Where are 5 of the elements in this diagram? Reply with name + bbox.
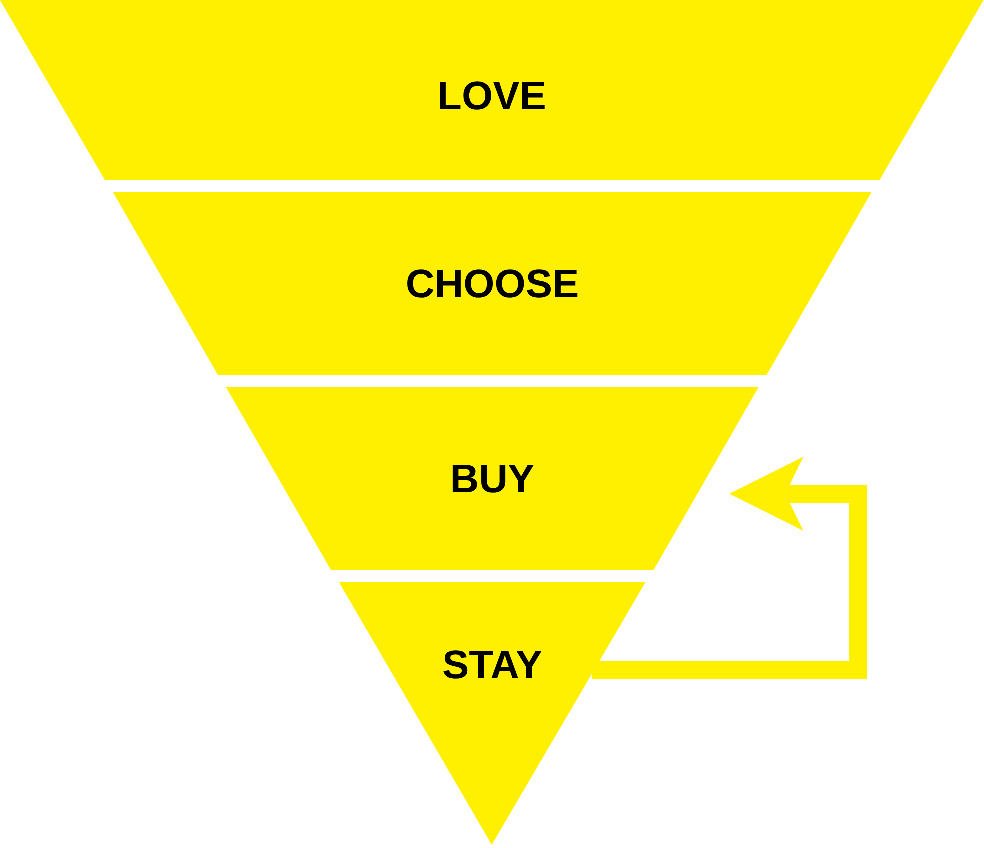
stage-label: STAY	[442, 644, 543, 688]
stage-label: LOVE	[438, 74, 546, 120]
stage-label: BUY	[450, 458, 535, 502]
loop-arrow	[592, 457, 867, 679]
stage-label: CHOOSE	[406, 262, 580, 308]
